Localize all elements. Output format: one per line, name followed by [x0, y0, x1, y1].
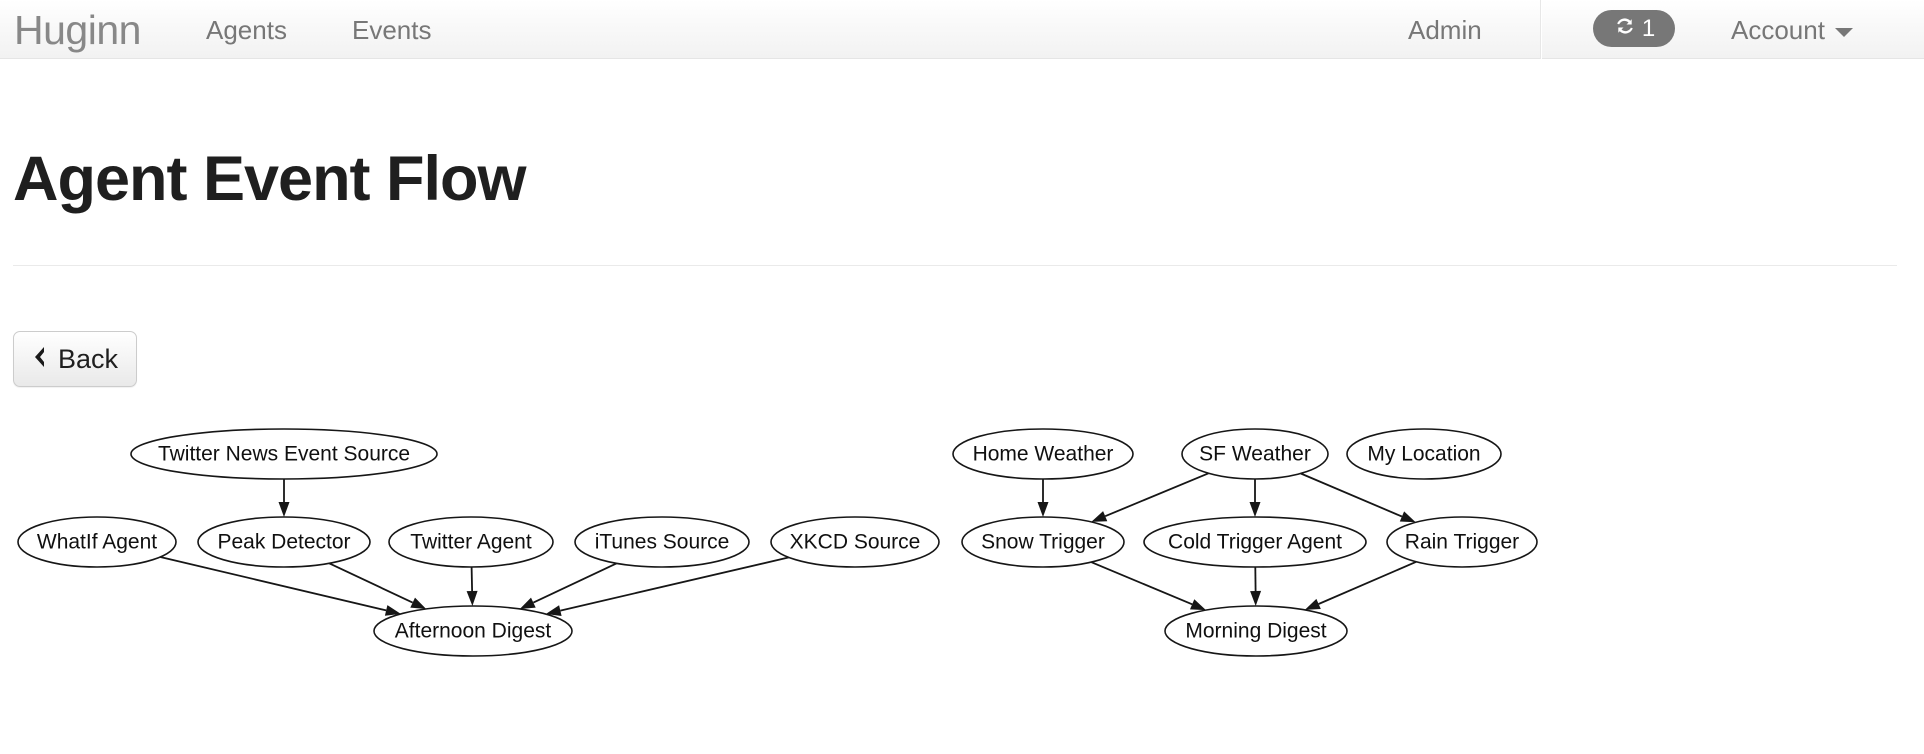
graph-node-cold_trigger_agent[interactable]: Cold Trigger Agent	[1143, 516, 1367, 568]
brand-logo[interactable]: Huginn	[14, 7, 141, 53]
graph-edge	[466, 566, 478, 606]
graph-node-home_weather[interactable]: Home Weather	[952, 428, 1134, 480]
graph-node-snow_trigger[interactable]: Snow Trigger	[961, 516, 1125, 568]
page-title: Agent Event Flow	[13, 144, 527, 214]
navbar-divider-highlight	[1541, 0, 1542, 59]
graph-edge	[1091, 472, 1209, 522]
graph-edge	[1037, 479, 1049, 517]
graph-edge	[278, 479, 290, 517]
graph-node-twitter_news_event_source[interactable]: Twitter News Event Source	[130, 428, 438, 480]
graph-node-peak_detector[interactable]: Peak Detector	[197, 516, 371, 568]
graph-edge	[545, 556, 790, 616]
graph-node-my_location[interactable]: My Location	[1346, 428, 1502, 480]
graph-node-morning_digest[interactable]: Morning Digest	[1164, 605, 1348, 657]
graph-edges	[160, 472, 1417, 616]
back-button-label: Back	[57, 343, 119, 374]
graph-node-afternoon_digest[interactable]: Afternoon Digest	[373, 605, 573, 657]
back-button[interactable]: Back	[13, 331, 137, 387]
graph-node-twitter_agent[interactable]: Twitter Agent	[388, 516, 554, 568]
graph-edge	[328, 562, 427, 609]
graph-edge	[1304, 560, 1417, 610]
graph-edge	[1250, 566, 1262, 606]
chevron-left-icon	[32, 346, 48, 373]
account-dropdown-label: Account	[1731, 15, 1825, 45]
graph-edge	[1249, 479, 1261, 517]
graph-edge	[1300, 472, 1416, 523]
title-divider	[13, 265, 1897, 266]
worker-status-badge[interactable]: 1	[1593, 10, 1675, 47]
worker-status-count: 1	[1641, 14, 1656, 42]
graph-node-sf_weather[interactable]: SF Weather	[1181, 428, 1329, 480]
top-navbar: Huginn Agents Events Admin 1 Account	[0, 0, 1924, 59]
account-dropdown[interactable]: Account	[1731, 8, 1853, 52]
graph-node-itunes_source[interactable]: iTunes Source	[574, 516, 750, 568]
nav-link-agents[interactable]: Agents	[206, 15, 287, 45]
graph-node-xkcd_source[interactable]: XKCD Source	[770, 516, 940, 568]
graph-node-rain_trigger[interactable]: Rain Trigger	[1386, 516, 1538, 568]
navbar-divider	[1540, 0, 1541, 59]
refresh-icon	[1613, 14, 1637, 43]
graph-edge	[519, 562, 618, 609]
nav-link-admin[interactable]: Admin	[1408, 15, 1482, 45]
graph-edge	[1090, 561, 1206, 611]
chevron-down-icon	[1834, 27, 1853, 37]
graph-node-whatif_agent[interactable]: WhatIf Agent	[17, 516, 177, 568]
nav-link-events[interactable]: Events	[352, 15, 432, 45]
graph-edge	[160, 556, 401, 616]
